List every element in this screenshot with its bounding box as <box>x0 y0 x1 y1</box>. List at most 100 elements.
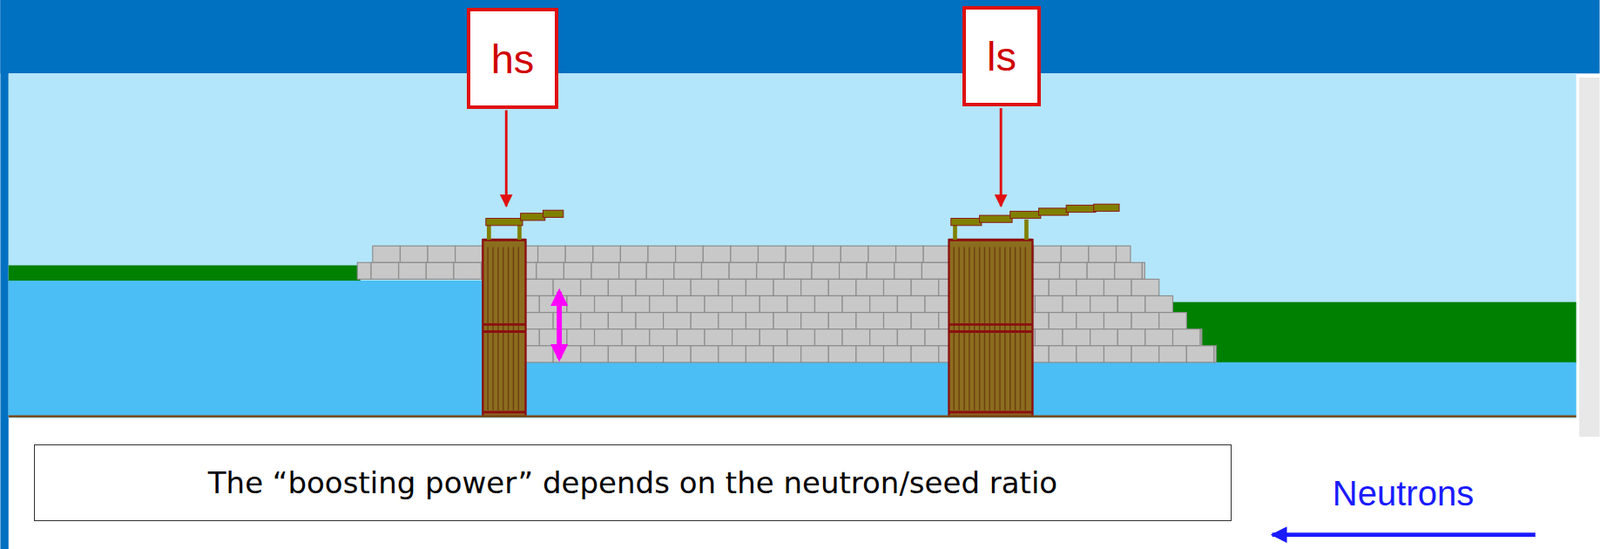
brick <box>745 312 774 330</box>
gate-plank <box>963 246 965 410</box>
lock-gate <box>948 203 1120 417</box>
brick <box>1086 262 1115 279</box>
brick <box>897 295 925 312</box>
brick <box>756 262 785 279</box>
side-bar <box>0 0 8 549</box>
brick <box>1173 329 1202 346</box>
gate-plank <box>973 246 975 410</box>
brick <box>921 262 950 279</box>
brick <box>1076 345 1105 363</box>
brick <box>1059 262 1088 279</box>
brick <box>868 245 897 263</box>
brick <box>814 329 843 346</box>
gate-lever <box>979 215 1013 223</box>
brick <box>399 245 428 263</box>
callout-box: hs <box>466 7 559 109</box>
brick <box>635 312 664 330</box>
gate-plank <box>984 246 986 410</box>
gate-rail <box>948 330 1033 333</box>
gate-plank <box>989 246 991 410</box>
brick <box>526 295 541 312</box>
brick <box>801 278 830 296</box>
brick <box>398 262 427 279</box>
brick <box>675 245 704 263</box>
brick <box>594 329 623 346</box>
brick <box>787 295 816 312</box>
chamber-water <box>526 362 951 417</box>
gate-post <box>952 224 958 241</box>
ground-line <box>8 415 1577 418</box>
gate-lever <box>542 209 563 217</box>
brick <box>814 295 843 312</box>
level-arrow <box>556 291 562 358</box>
brick <box>884 312 912 330</box>
brick <box>1088 245 1117 263</box>
gate-plank <box>978 246 980 410</box>
brick <box>371 262 399 279</box>
header-bar <box>0 0 1600 74</box>
brick <box>729 262 757 279</box>
gate-post <box>486 224 492 241</box>
gate-post <box>1024 219 1029 240</box>
brick <box>718 345 747 363</box>
brick <box>702 245 731 263</box>
brick <box>801 312 830 330</box>
brick <box>427 245 456 263</box>
brick <box>453 262 482 279</box>
brick <box>635 278 664 296</box>
brick <box>580 345 609 363</box>
brick <box>884 278 912 296</box>
brick <box>663 345 692 363</box>
brick <box>539 295 568 312</box>
brick <box>1103 345 1132 363</box>
brick <box>732 329 761 346</box>
brick <box>828 345 857 363</box>
brick <box>646 262 675 279</box>
brick <box>701 262 730 279</box>
brick <box>785 245 814 263</box>
gate-rail <box>948 238 1033 242</box>
brick <box>732 295 761 312</box>
brick <box>718 312 747 330</box>
brick <box>911 312 939 330</box>
gate-rail <box>948 323 1033 326</box>
gate-lever <box>486 218 523 226</box>
brick <box>1033 245 1062 263</box>
brick <box>1214 345 1216 363</box>
brick <box>896 245 925 263</box>
callout-label: hs <box>491 34 535 83</box>
brick <box>866 262 895 279</box>
brick <box>536 262 565 279</box>
brick <box>425 262 454 279</box>
panel-shadow <box>1579 77 1600 437</box>
brick <box>1117 295 1146 312</box>
gate-plank <box>1004 246 1006 410</box>
brick <box>828 278 857 296</box>
brick <box>372 245 401 263</box>
brick <box>1032 262 1060 279</box>
gate-plank <box>1014 246 1016 410</box>
brick <box>538 245 567 263</box>
brick <box>526 345 554 363</box>
brick <box>690 345 719 363</box>
brick <box>593 245 622 263</box>
brick <box>663 278 692 296</box>
brick <box>591 262 620 279</box>
brick <box>870 295 898 312</box>
brick <box>1200 329 1202 346</box>
gate-plank <box>953 246 955 410</box>
brick <box>911 278 939 296</box>
caption-box: The “boosting power” depends on the neut… <box>33 444 1232 521</box>
brick <box>839 262 868 279</box>
brick <box>759 295 788 312</box>
gate-lever <box>1066 204 1096 212</box>
brick <box>635 345 664 363</box>
brick <box>1159 312 1188 330</box>
gate-rail <box>482 411 526 414</box>
flow-label: Neutrons <box>1332 473 1474 514</box>
brick <box>911 345 939 363</box>
brick <box>1034 329 1063 346</box>
brick <box>801 345 830 363</box>
leader-line <box>505 109 508 206</box>
brick <box>856 312 885 330</box>
